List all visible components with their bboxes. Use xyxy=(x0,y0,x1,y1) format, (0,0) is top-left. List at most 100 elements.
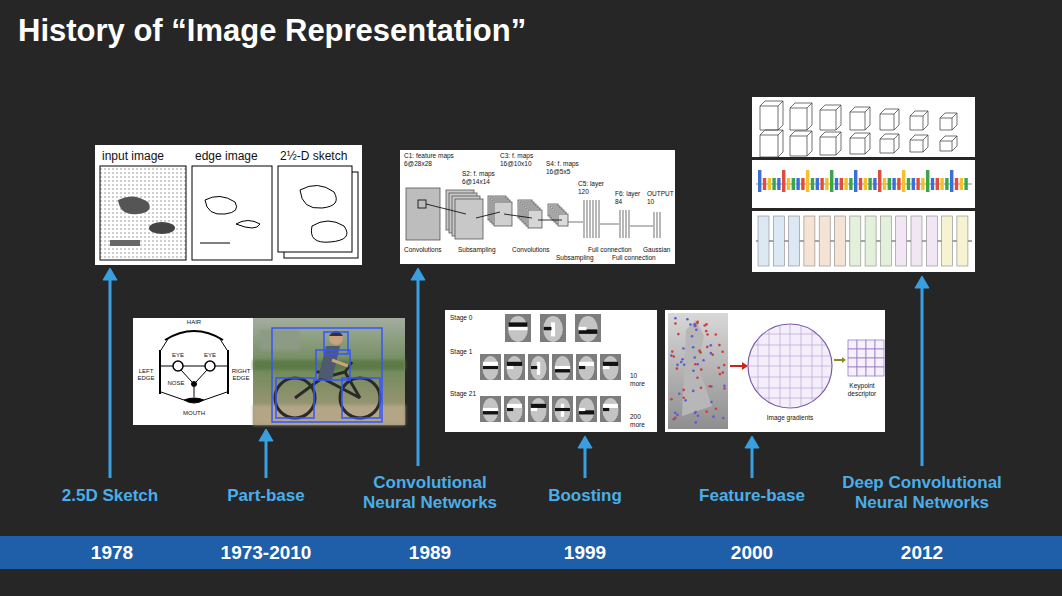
inception-block xyxy=(844,178,847,190)
face-sample xyxy=(504,396,525,422)
inception-block xyxy=(787,178,790,190)
keypoint-dot xyxy=(700,368,703,371)
timeline-year: 1978 xyxy=(91,536,133,569)
face-sample xyxy=(480,396,501,422)
keypoint-dot xyxy=(717,366,720,369)
inception-block xyxy=(859,178,862,190)
inception-block xyxy=(835,178,838,190)
inception-block xyxy=(792,178,795,190)
inception-block xyxy=(902,170,905,192)
keypoint-dot xyxy=(682,389,685,392)
keypoint-dot xyxy=(703,324,706,327)
timeline-category: Convolutional Neural Networks xyxy=(360,473,500,514)
timeline-category: 2.5D Sketch xyxy=(35,486,185,506)
residual-layer xyxy=(789,216,800,266)
residual-layer xyxy=(773,216,784,266)
keypoint-dot xyxy=(682,396,685,399)
keypoint-dot xyxy=(676,414,679,417)
keypoint-dot xyxy=(715,333,718,336)
boosting-panel xyxy=(445,310,657,432)
sketch-illustration xyxy=(95,145,362,265)
layer-box xyxy=(760,101,783,130)
inception-block xyxy=(907,178,910,190)
keypoint-dot xyxy=(692,369,695,372)
layer-label: OUTPUT 10 xyxy=(647,190,674,206)
inception-block xyxy=(897,178,900,190)
keypoint-dot xyxy=(708,385,711,388)
keypoint-dot xyxy=(702,359,705,362)
layer-box xyxy=(880,134,899,153)
keypoint-dot xyxy=(710,401,713,404)
face-sample xyxy=(528,396,549,422)
keypoint-dot xyxy=(684,399,687,402)
inception-block xyxy=(854,170,857,192)
operation-label: Gaussian xyxy=(643,246,670,254)
timeline-band: 19781973-20101989199920002012 xyxy=(0,536,1062,569)
operation-label: Subsampling xyxy=(556,254,594,262)
layer-box xyxy=(910,135,928,152)
keypoint-dot xyxy=(694,412,697,415)
inception-block xyxy=(830,170,833,192)
face-sample xyxy=(552,354,573,380)
layer-label: S2: f. maps 6@14x14 xyxy=(462,170,502,186)
keypoint-dot xyxy=(710,344,713,347)
layer-box xyxy=(760,130,783,157)
inception-block xyxy=(758,170,761,192)
keypoint-dot xyxy=(681,358,684,361)
keypoint-dot xyxy=(692,346,695,349)
keypoint-dot xyxy=(706,346,709,349)
keypoint-dot xyxy=(693,323,696,326)
keypoint-dot xyxy=(670,398,673,401)
keypoint-dot xyxy=(674,322,677,325)
operation-label: Full connection xyxy=(588,246,632,254)
face-sample xyxy=(528,354,549,380)
residual-layer xyxy=(896,216,907,266)
inception-block xyxy=(825,178,828,190)
inception-block xyxy=(888,178,891,190)
residual-layer xyxy=(957,216,968,266)
face-part-label: RIGHT EDGE xyxy=(230,368,252,382)
keypoint-dot xyxy=(676,364,679,367)
deep-network-panels xyxy=(752,97,975,272)
keypoint-dot xyxy=(719,373,722,376)
inception-block xyxy=(878,170,881,192)
keypoint-dot xyxy=(694,363,697,366)
layer-box xyxy=(850,133,870,154)
face-sample xyxy=(480,354,501,380)
keypoint-dot xyxy=(689,323,692,326)
face-part-label: EYE xyxy=(201,352,219,359)
keypoint-dot xyxy=(694,421,697,424)
residual-layer xyxy=(942,216,953,266)
keypoint-dot xyxy=(696,322,699,325)
panel-caption: input image xyxy=(102,149,164,163)
timeline-year: 2000 xyxy=(731,536,773,569)
stage-label: Stage 1 xyxy=(450,348,472,356)
inception-block xyxy=(801,178,804,190)
residual-layer xyxy=(911,216,922,266)
note-label: 200 more xyxy=(630,413,654,429)
timeline-category: Deep Convolutional Neural Networks xyxy=(832,473,1012,514)
lenet-figure xyxy=(400,150,675,264)
sift-figure xyxy=(665,310,885,432)
timeline-year: 2012 xyxy=(901,536,943,569)
inception-block xyxy=(763,178,766,190)
inception-block xyxy=(950,170,953,192)
residual-layer xyxy=(880,216,891,266)
operation-label: Full connection xyxy=(612,254,656,262)
keypoint-dot xyxy=(695,328,698,331)
face-sample xyxy=(576,354,597,380)
keypoint-dot xyxy=(705,330,708,333)
layer-label: F6: layer 84 xyxy=(615,190,647,206)
timeline-category: Boosting xyxy=(510,486,660,506)
layer-box xyxy=(880,109,899,130)
inception-block xyxy=(955,178,958,190)
inception-block xyxy=(777,178,780,190)
layer-label: C1: feature maps 6@28x28 xyxy=(404,152,464,168)
layer-box xyxy=(790,103,812,130)
keypoint-dot xyxy=(696,376,699,379)
face-sample xyxy=(505,314,531,342)
keypoint-dot xyxy=(722,417,725,420)
keypoint-dot xyxy=(715,407,718,410)
panel-caption: edge image xyxy=(195,149,258,163)
